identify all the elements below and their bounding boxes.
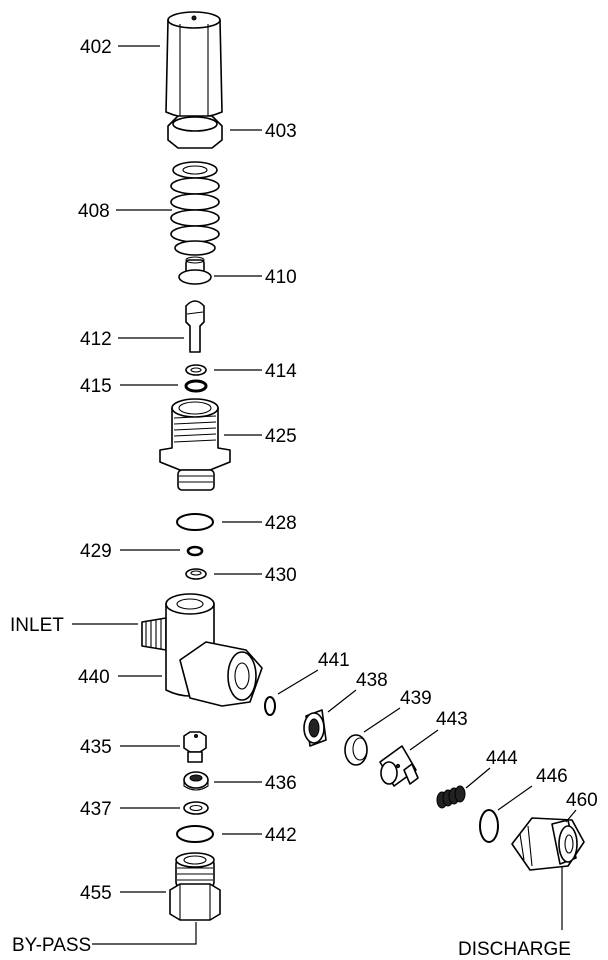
label-414: 414 bbox=[265, 361, 297, 382]
label-446: 446 bbox=[536, 766, 568, 787]
label-438: 438 bbox=[356, 670, 388, 691]
label-460: 460 bbox=[566, 790, 598, 811]
label-435: 435 bbox=[80, 737, 112, 758]
leader-446 bbox=[497, 785, 533, 811]
part-414-o-ring bbox=[185, 364, 207, 376]
part-410-spring-seat bbox=[178, 256, 212, 285]
label-428: 428 bbox=[265, 513, 297, 534]
part-444-spring bbox=[436, 785, 466, 809]
label-402: 402 bbox=[80, 37, 112, 58]
label-443: 443 bbox=[436, 709, 468, 730]
part-442-o-ring bbox=[176, 825, 214, 843]
label-403: 403 bbox=[265, 121, 297, 142]
part-460-discharge-fitting bbox=[511, 817, 585, 871]
label-410: 410 bbox=[265, 267, 297, 288]
part-412-piston bbox=[185, 300, 205, 353]
label-inlet: INLET bbox=[10, 615, 64, 636]
part-435-plug bbox=[183, 731, 207, 763]
leader-438 bbox=[327, 689, 357, 713]
part-438-seat bbox=[303, 709, 327, 747]
part-440-manifold bbox=[141, 593, 263, 707]
label-425: 425 bbox=[265, 426, 297, 447]
label-442: 442 bbox=[265, 825, 297, 846]
leader-443 bbox=[409, 729, 439, 751]
label-discharge: DISCHARGE bbox=[458, 939, 571, 960]
label-bypass: BY-PASS bbox=[12, 935, 91, 956]
part-441-o-ring bbox=[264, 696, 276, 716]
part-443-poppet bbox=[379, 745, 419, 787]
label-429: 429 bbox=[80, 541, 112, 562]
leader-441 bbox=[277, 669, 319, 695]
part-436-seat bbox=[183, 771, 209, 791]
part-425-fitting bbox=[159, 398, 231, 491]
label-439: 439 bbox=[400, 688, 432, 709]
part-439-ring bbox=[344, 734, 368, 766]
leader-444 bbox=[465, 767, 491, 789]
label-412: 412 bbox=[80, 329, 112, 350]
part-437-washer bbox=[183, 801, 209, 815]
part-429-o-ring bbox=[186, 545, 204, 557]
part-428-o-ring bbox=[176, 513, 214, 531]
part-403-jam-nut bbox=[167, 115, 223, 149]
label-415: 415 bbox=[80, 376, 112, 397]
label-440: 440 bbox=[78, 667, 110, 688]
part-415-o-ring bbox=[184, 379, 208, 393]
label-437: 437 bbox=[80, 799, 112, 820]
label-408: 408 bbox=[78, 201, 110, 222]
label-430: 430 bbox=[265, 565, 297, 586]
leader-bypass bbox=[92, 922, 197, 945]
part-430-washer bbox=[185, 568, 207, 580]
leader-460 bbox=[565, 809, 577, 823]
part-408-spring bbox=[170, 161, 220, 256]
label-444: 444 bbox=[486, 748, 518, 769]
label-455: 455 bbox=[80, 883, 112, 904]
leader-439 bbox=[363, 707, 401, 733]
part-402-cap-nut bbox=[165, 11, 223, 119]
part-446-o-ring bbox=[479, 809, 499, 843]
label-436: 436 bbox=[265, 773, 297, 794]
part-455-bypass-fitting bbox=[169, 852, 221, 921]
label-441: 441 bbox=[318, 650, 350, 671]
